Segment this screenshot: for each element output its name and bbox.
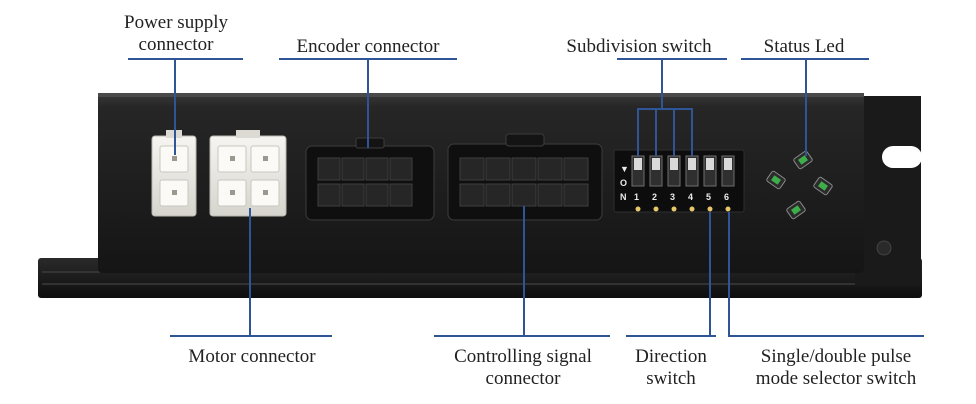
label-pulse-mode-selector-switch: Single/double pulse mode selector switch xyxy=(730,346,942,390)
label-controlling-signal-connector: Controlling signal connector xyxy=(428,346,618,390)
leader-subdivision-drop-3 xyxy=(673,108,675,156)
dip-side-mark-1: O xyxy=(620,178,627,188)
leader-motor-h xyxy=(170,335,332,337)
leader-signal-h xyxy=(434,335,610,337)
mounting-tab xyxy=(855,96,922,286)
label-power-supply-line-1: Power supply xyxy=(124,12,228,33)
encoder-connector-body xyxy=(305,137,435,221)
controlling-signal-connector-body xyxy=(447,133,603,221)
dip-number-1: 1 xyxy=(634,192,639,202)
label-direction-line-2: switch xyxy=(646,368,696,389)
label-motor-connector: Motor connector xyxy=(188,346,316,367)
label-direction-line-1: Direction xyxy=(635,346,707,367)
leader-subdivision-drop-2 xyxy=(655,108,657,156)
dip-side-mark-0: ▼ xyxy=(620,164,629,174)
dip-switch: ▼ O N 1 2 3 4 5 6 xyxy=(613,149,745,213)
leader-motor-v xyxy=(249,208,251,336)
leader-encoder-v xyxy=(367,58,369,148)
label-encoder-connector: Encoder connector xyxy=(296,36,440,57)
label-controlling-signal-line-2: connector xyxy=(485,368,561,389)
status-leds xyxy=(766,150,833,220)
dip-number-6: 6 xyxy=(724,192,729,202)
leader-status-v xyxy=(805,58,807,156)
leader-subdivision-drop-1 xyxy=(637,108,639,156)
dip-number-3: 3 xyxy=(670,192,675,202)
label-pulse-mode-line-1: Single/double pulse xyxy=(760,346,912,367)
leader-direction-v xyxy=(709,212,711,337)
leader-subdivision-bar xyxy=(637,108,693,110)
leader-pulse-v xyxy=(728,212,730,337)
leader-signal-v xyxy=(523,206,525,337)
dip-number-4: 4 xyxy=(688,192,693,202)
label-direction-switch: Direction switch xyxy=(618,346,724,390)
label-status-led: Status Led xyxy=(763,36,845,57)
leader-direction-h xyxy=(626,335,716,337)
motor-connector-body xyxy=(209,130,287,217)
label-power-supply-connector: Power supply connector xyxy=(104,12,248,56)
leader-subdivision-h xyxy=(617,58,727,60)
dip-number-2: 2 xyxy=(652,192,657,202)
label-pulse-mode-line-2: mode selector switch xyxy=(755,368,917,389)
leader-subdivision-drop-4 xyxy=(691,108,693,156)
leader-pulse-h xyxy=(728,335,924,337)
label-power-supply-line-2: connector xyxy=(138,34,214,55)
leader-power-v xyxy=(174,58,176,155)
label-subdivision-switch: Subdivision switch xyxy=(566,36,712,57)
leader-subdivision-v xyxy=(661,58,663,110)
dip-side-mark-2: N xyxy=(620,192,627,202)
label-controlling-signal-line-1: Controlling signal xyxy=(454,346,592,367)
leader-power-h xyxy=(128,58,243,60)
dip-number-5: 5 xyxy=(706,192,711,202)
